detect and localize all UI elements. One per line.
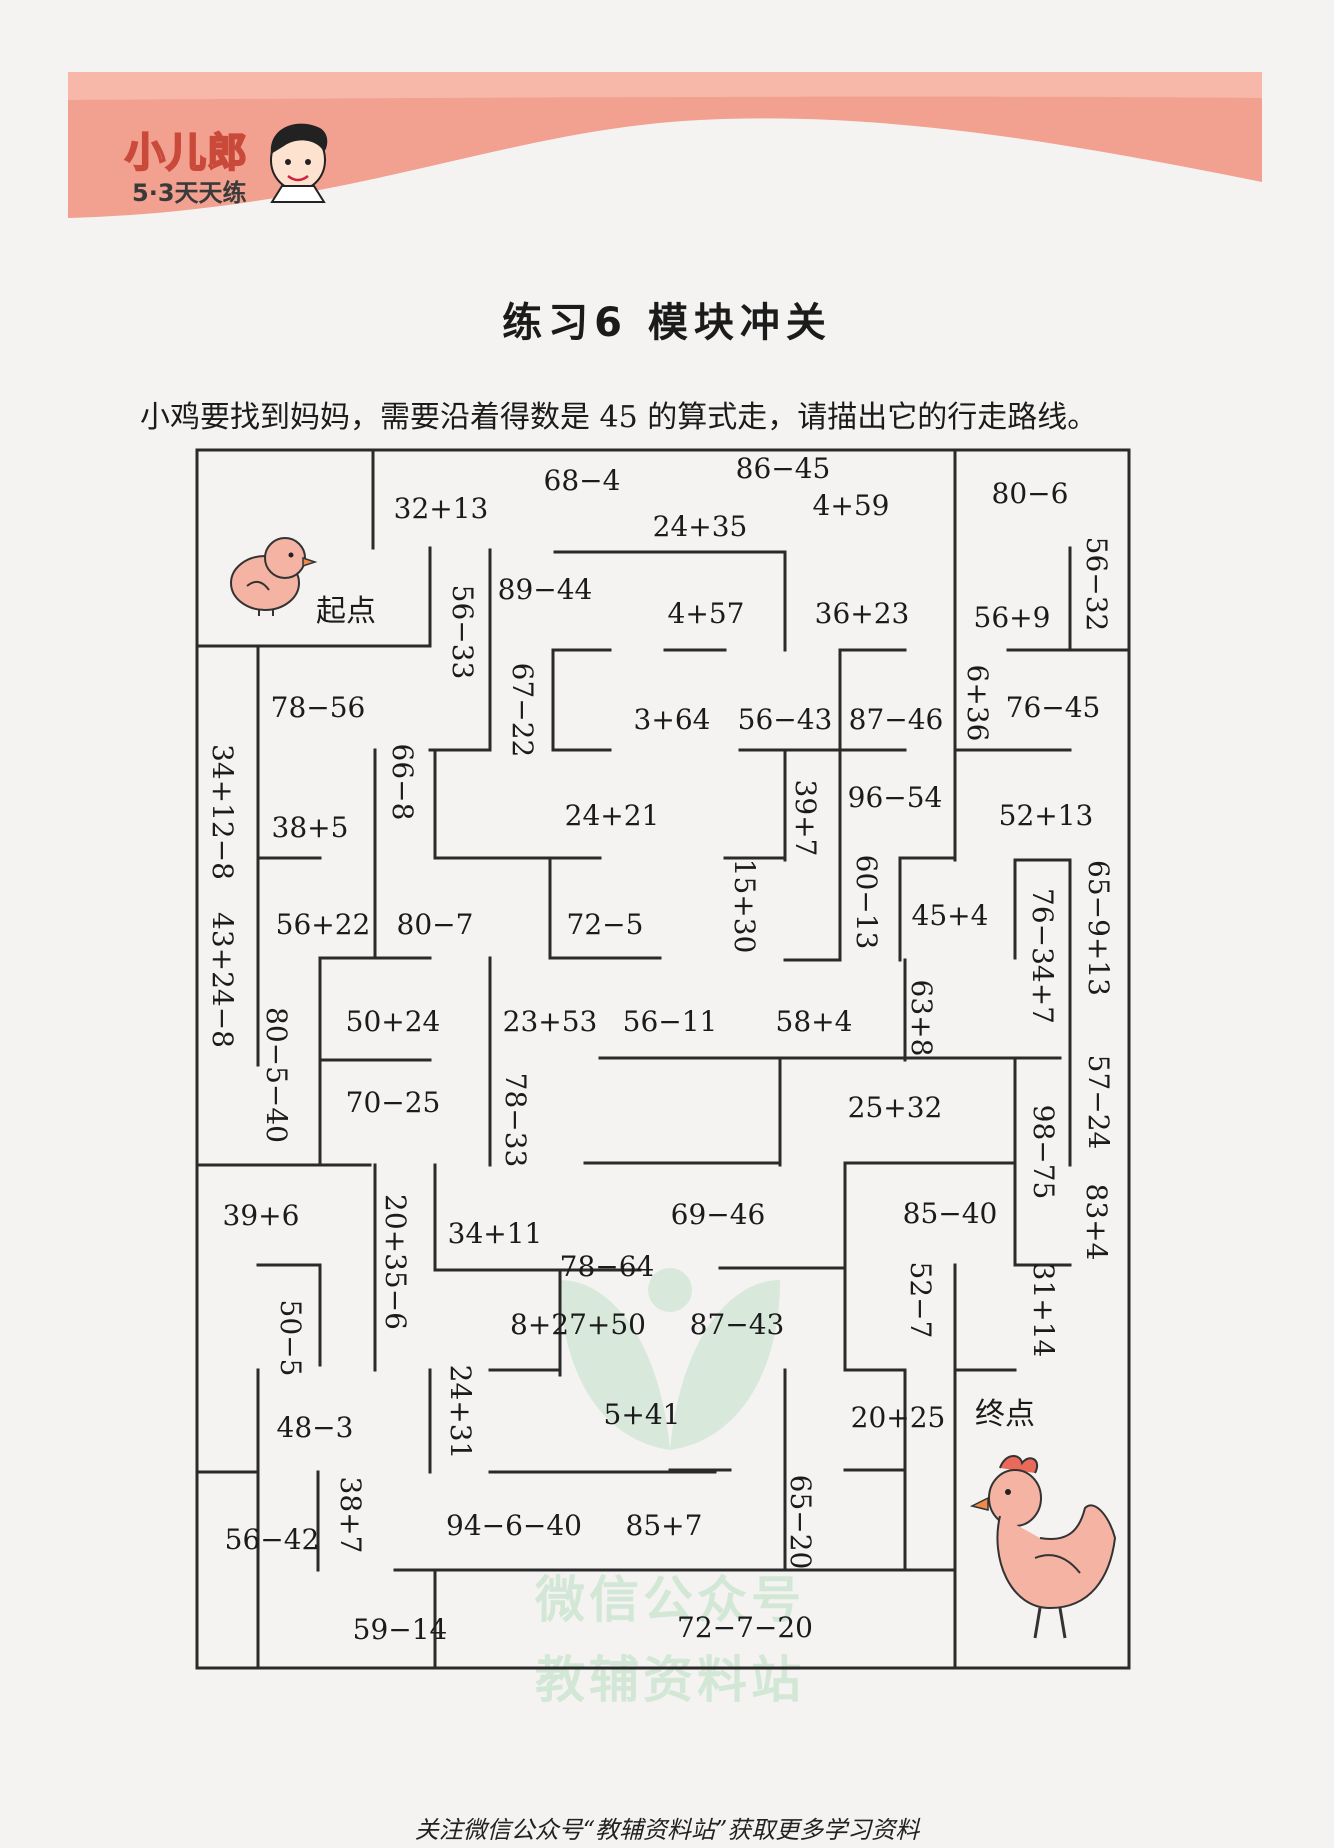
maze-cell[interactable]: 52−7 [904, 1261, 937, 1339]
maze-cell[interactable]: 36+23 [814, 597, 910, 630]
maze-cell[interactable]: 50+24 [345, 1005, 441, 1038]
maze-cell[interactable]: 65−20 [784, 1474, 817, 1570]
logo-leaf-icon [560, 1268, 780, 1450]
maze-cell[interactable]: 72−7−20 [677, 1611, 813, 1644]
maze-cell[interactable]: 56+22 [275, 908, 371, 941]
maze-cell[interactable]: 3+64 [633, 703, 711, 736]
maze-cell[interactable]: 25+32 [847, 1091, 943, 1124]
footer-note: 关注微信公众号“教辅资料站”获取更多学习资料 [414, 1816, 920, 1844]
maze-cell[interactable]: 23+53 [502, 1005, 598, 1038]
maze-cell[interactable]: 65−9+13 [1082, 860, 1115, 996]
maze-cell[interactable]: 20+25 [850, 1401, 946, 1434]
maze-cell[interactable]: 80−6 [991, 477, 1069, 510]
maze-cell[interactable]: 80−5−40 [260, 1007, 293, 1143]
maze-cell[interactable]: 39+7 [789, 779, 822, 857]
maze-cell[interactable]: 6+36 [961, 664, 994, 742]
maze-cell[interactable]: 78−33 [499, 1072, 532, 1168]
start-label: 起点 [316, 594, 376, 629]
maze-cell[interactable]: 56−42 [224, 1523, 320, 1556]
end-label: 终点 [975, 1397, 1035, 1432]
page-title: 练习6 模块冲关 [502, 300, 832, 346]
maze-cell[interactable]: 63+8 [905, 979, 938, 1057]
maze-cell[interactable]: 94−6−40 [446, 1509, 582, 1542]
maze-cell[interactable]: 8+27+50 [510, 1308, 646, 1341]
maze-cell[interactable]: 4+59 [812, 489, 890, 522]
maze-cell[interactable]: 39+6 [222, 1199, 300, 1232]
maze-cell[interactable]: 56−32 [1080, 536, 1113, 632]
maze-cell[interactable]: 96−54 [847, 781, 943, 814]
hen-icon [969, 1455, 1117, 1639]
maze-cell[interactable]: 66−8 [386, 743, 419, 821]
maze-cell[interactable]: 24+31 [444, 1364, 477, 1460]
maze-cell[interactable]: 45+4 [911, 899, 989, 932]
maze-cell[interactable]: 60−13 [850, 854, 883, 950]
maze-cell[interactable]: 85−40 [902, 1197, 998, 1230]
maze-cell[interactable]: 68−4 [543, 464, 621, 497]
maze-cell[interactable]: 20+35−6 [379, 1194, 412, 1330]
maze-cell[interactable]: 59−14 [352, 1613, 448, 1646]
maze-cell[interactable]: 72−5 [566, 908, 644, 941]
watermark-line1: 微信公众号 [535, 1571, 805, 1629]
maze-cell[interactable]: 87−43 [689, 1308, 785, 1341]
maze-cell[interactable]: 78−56 [270, 691, 366, 724]
watermark-line2: 教辅资料站 [535, 1651, 805, 1709]
maze-cell[interactable]: 89−44 [497, 573, 593, 606]
maze-cell[interactable]: 56−11 [622, 1005, 718, 1038]
maze-cell[interactable]: 48−3 [276, 1411, 354, 1444]
maze-cell[interactable]: 58+4 [775, 1005, 853, 1038]
maze-cell[interactable]: 76−34+7 [1026, 888, 1059, 1024]
maze-cell[interactable]: 98−75 [1027, 1104, 1060, 1200]
maze-cell[interactable]: 5+41 [603, 1398, 681, 1431]
maze-cell[interactable]: 76−45 [1005, 691, 1101, 724]
maze-cell[interactable]: 15+30 [728, 858, 761, 954]
maze-cell[interactable]: 87−46 [848, 703, 944, 736]
maze-cell[interactable]: 50−5 [274, 1299, 307, 1377]
maze-cell[interactable]: 4+57 [667, 597, 745, 630]
maze-cell[interactable]: 56−33 [446, 584, 479, 680]
boy-mascot-icon [270, 123, 328, 203]
maze-cell[interactable]: 34+11 [447, 1217, 543, 1250]
maze-cell[interactable]: 85+7 [625, 1509, 703, 1542]
maze-cell[interactable]: 78−64 [559, 1250, 655, 1283]
maze-cell[interactable]: 38+7 [334, 1476, 367, 1554]
maze-cell[interactable]: 32+13 [393, 492, 489, 525]
chick-icon [230, 537, 318, 616]
maze-cell[interactable]: 69−46 [670, 1198, 766, 1231]
maze-cell[interactable]: 83+4 [1080, 1183, 1113, 1261]
maze-cell[interactable]: 24+21 [564, 799, 660, 832]
maze-cell[interactable]: 34+12−8 [206, 744, 239, 880]
maze-cell[interactable]: 67−22 [506, 662, 539, 758]
maze-cell[interactable]: 24+35 [652, 510, 748, 543]
maze-cell[interactable]: 38+5 [271, 811, 349, 844]
maze-cell[interactable]: 31+14 [1027, 1262, 1060, 1358]
brand-series: 5·3天天练 [132, 179, 247, 207]
maze-cell[interactable]: 56+9 [973, 601, 1051, 634]
maze-cell[interactable]: 43+24−8 [206, 912, 239, 1048]
maze-cell[interactable]: 80−7 [396, 908, 474, 941]
maze-cell[interactable]: 57−24 [1082, 1054, 1115, 1150]
header-band [68, 72, 1262, 218]
maze-cell[interactable]: 70−25 [345, 1086, 441, 1119]
maze-cell[interactable]: 86−45 [735, 452, 831, 485]
maze-cell[interactable]: 56−43 [737, 703, 833, 736]
instruction-text: 小鸡要找到妈妈，需要沿着得数是 45 的算式走，请描出它的行走路线。 [140, 400, 1098, 435]
brand-logo: 小儿郎 [124, 129, 248, 177]
maze-cell[interactable]: 52+13 [998, 799, 1094, 832]
